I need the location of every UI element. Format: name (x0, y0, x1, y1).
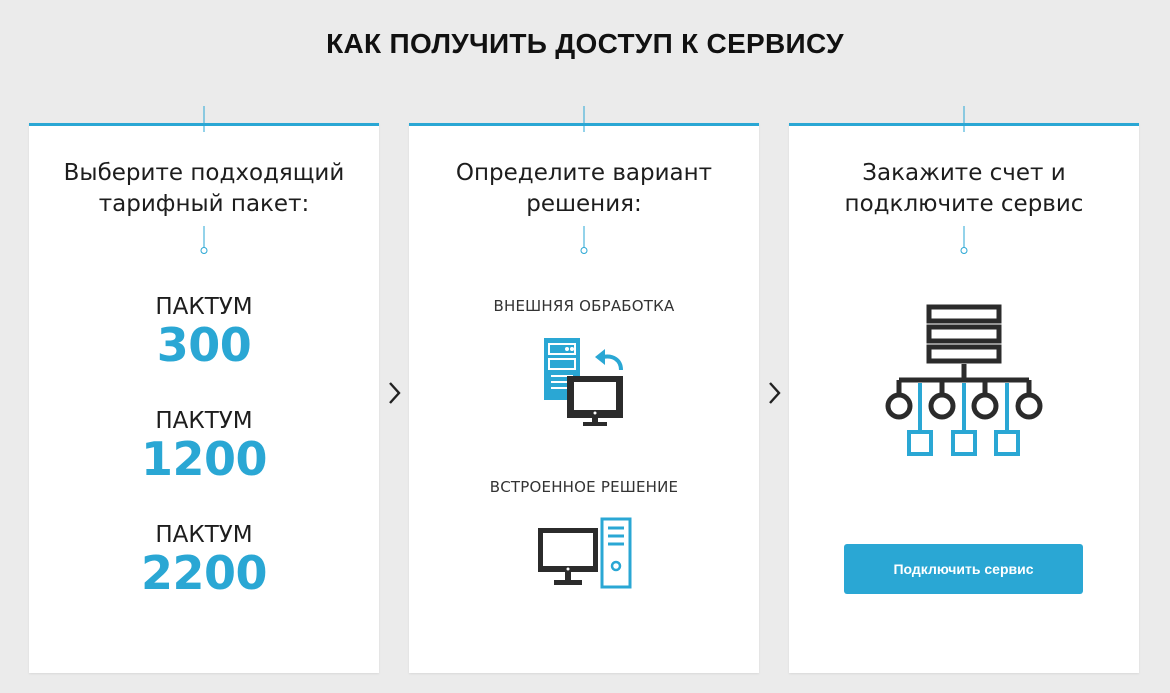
step-card-connect: Закажите счет и подключите сервис Подклю… (789, 106, 1139, 673)
connector-line (963, 226, 965, 248)
step-title: Определите вариант решения: (409, 158, 759, 220)
option-label-embedded: ВСТРОЕННОЕ РЕШЕНИЕ (489, 478, 679, 496)
plan-item[interactable]: ПАКТУМ 1200 (29, 408, 379, 484)
connector-dot (200, 247, 208, 254)
page-title: КАК ПОЛУЧИТЬ ДОСТУП К СЕРВИСУ (326, 28, 844, 59)
step-title: Закажите счет и подключите сервис (789, 158, 1139, 220)
option-label-external: ВНЕШНЯЯ ОБРАБОТКА (493, 297, 675, 315)
chevron-right-icon (769, 382, 781, 404)
step-title: Выберите подходящий тарифный пакет: (29, 158, 379, 220)
plan-number: 1200 (140, 432, 268, 486)
step-title-line: тарифный пакет: (98, 191, 310, 217)
connect-service-button[interactable]: Подключить сервис (844, 544, 1083, 594)
plan-name: ПАКТУМ (155, 522, 253, 548)
plan-item[interactable]: ПАКТУМ 300 (29, 294, 379, 370)
connector-line (203, 226, 205, 248)
embedded-solution-icon (538, 517, 632, 589)
server-network-icon (885, 304, 1043, 456)
chevron-right-icon (389, 382, 401, 404)
connector-line (963, 106, 965, 132)
step-title-line: Выберите подходящий (63, 160, 345, 186)
plan-item[interactable]: ПАКТУМ 2200 (29, 522, 379, 598)
connector-line (203, 106, 205, 132)
plan-number: 300 (156, 318, 252, 372)
plan-name: ПАКТУМ (155, 294, 253, 320)
external-processing-icon (544, 338, 623, 426)
step-title-line: решения: (526, 191, 642, 217)
connector-dot (580, 247, 588, 254)
connector-line (583, 226, 585, 248)
plan-name: ПАКТУМ (155, 408, 253, 434)
step-title-line: подключите сервис (844, 191, 1084, 217)
connector-line (583, 106, 585, 132)
step-title-line: Определите вариант (455, 160, 713, 186)
connector-dot (960, 247, 968, 254)
step-title-line: Закажите счет и (862, 160, 1066, 186)
plan-number: 2200 (140, 546, 268, 600)
step-card-tariff: Выберите подходящий тарифный пакет: ПАКТ… (29, 106, 379, 673)
step-card-solution: Определите вариант решения: ВНЕШНЯЯ ОБРА… (409, 106, 759, 673)
